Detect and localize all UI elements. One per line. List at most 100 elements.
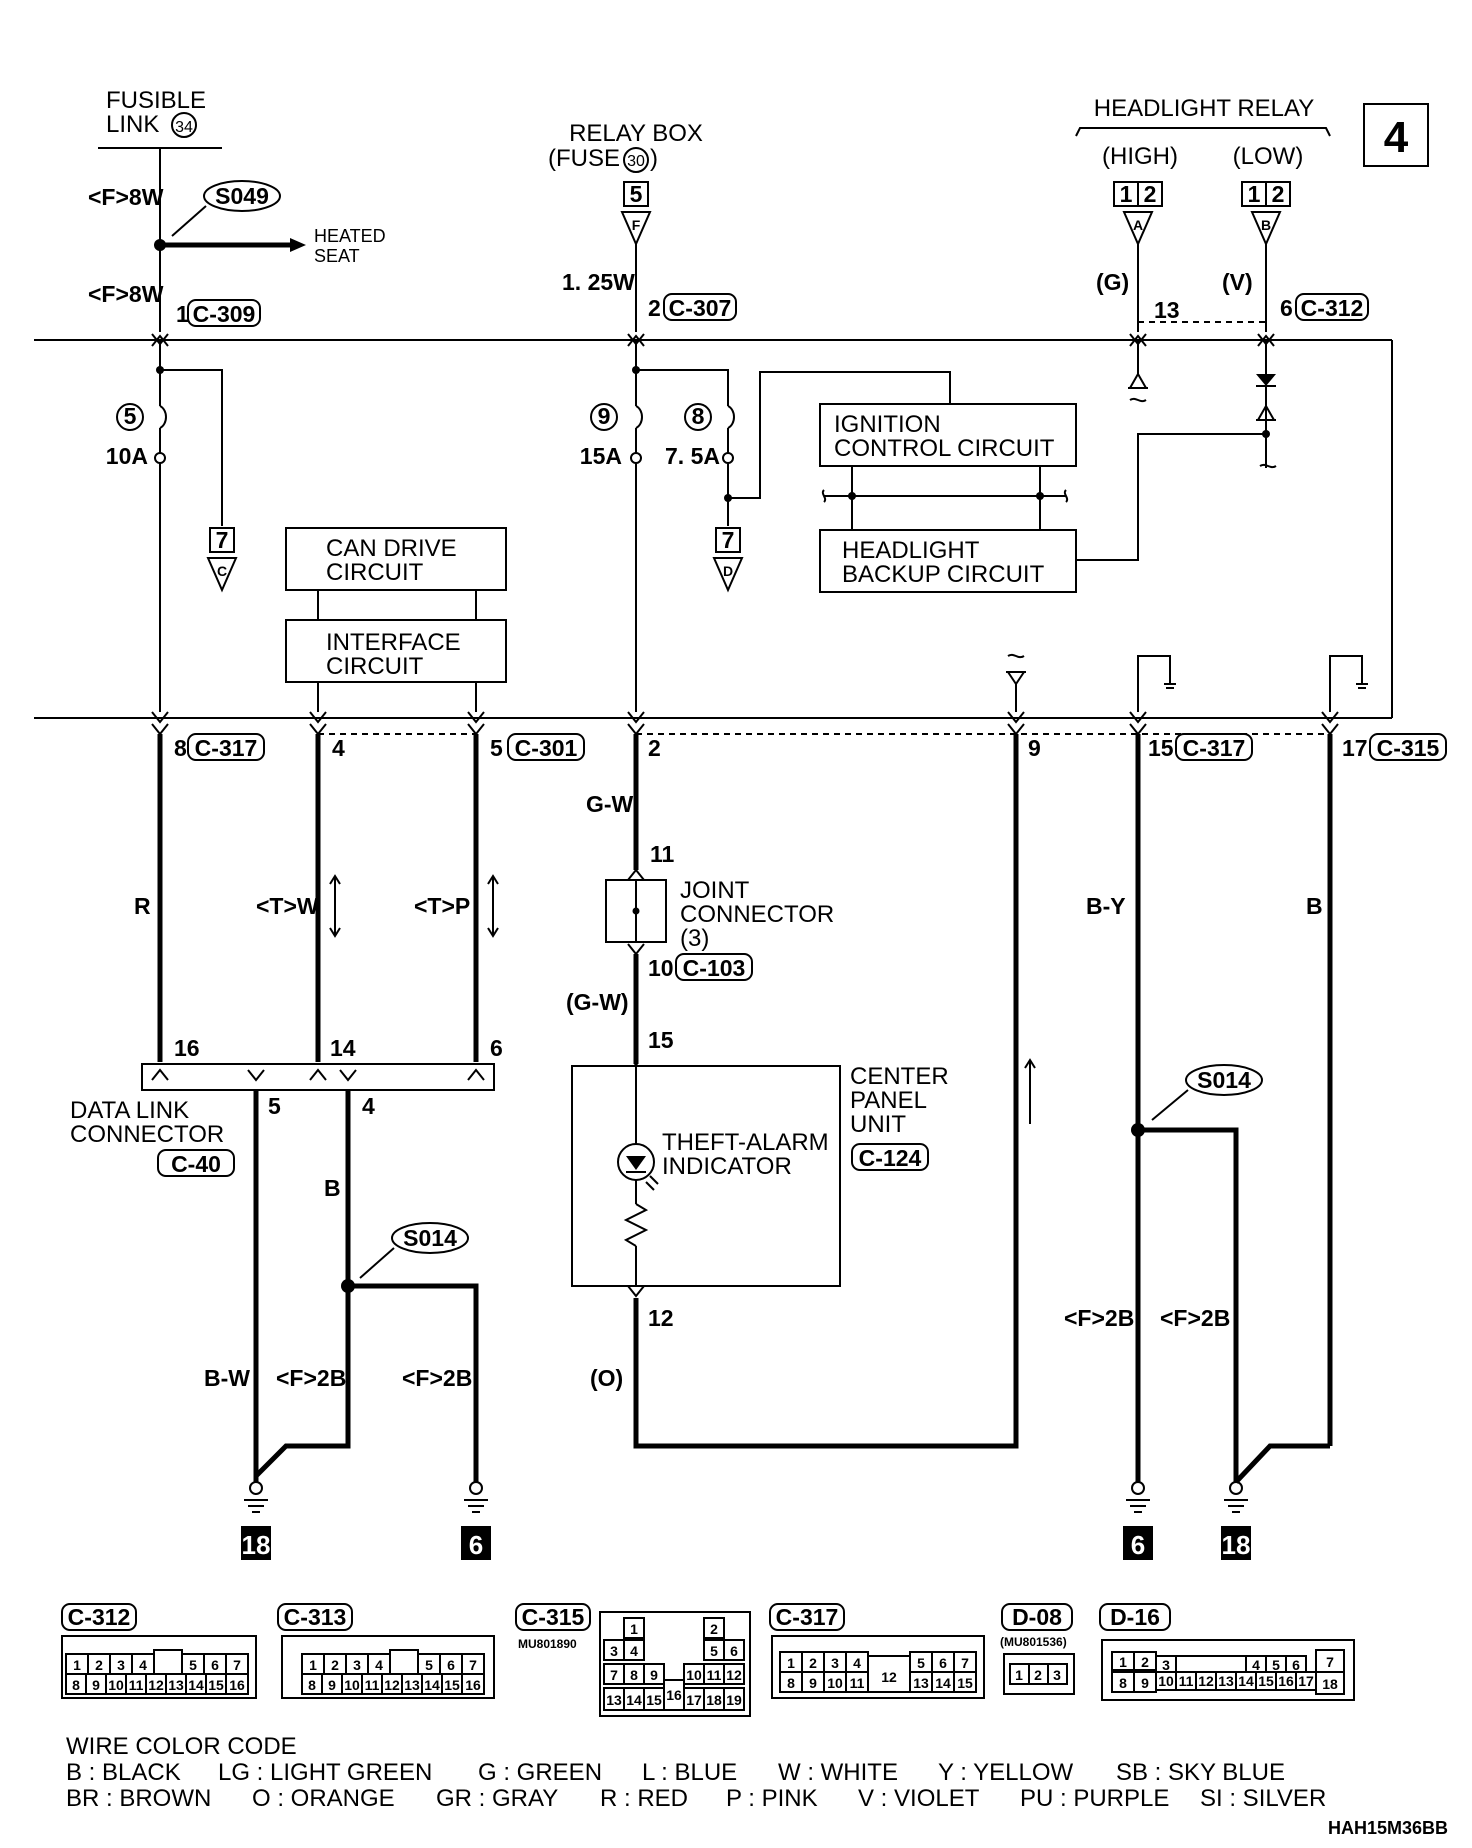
pin9-transistor	[1006, 671, 1026, 686]
pin-chevron	[1007, 711, 1025, 724]
svg-text:7: 7	[233, 1657, 241, 1673]
fuse9-num: 9	[598, 403, 611, 429]
wire-color-b: B	[1306, 893, 1323, 919]
c317a-pin: 8	[174, 735, 187, 761]
fusible-link-label: FUSIBLE	[106, 87, 206, 114]
splice-s014-left-label: S014	[403, 1225, 457, 1251]
svg-text:4: 4	[1252, 1657, 1260, 1673]
indicator-led-icon	[626, 1156, 646, 1170]
face-d08-name-box	[1001, 1603, 1073, 1631]
signal-arrow-tw-down	[329, 927, 341, 938]
fuse5-element	[159, 405, 167, 429]
c301-pin5: 5	[490, 735, 503, 761]
c301-label: C-301	[515, 735, 578, 761]
c307-pin: 2	[648, 295, 661, 321]
c307-label: C-307	[669, 295, 732, 321]
signal-arrow-tw-up	[329, 874, 341, 885]
svg-text:3: 3	[1162, 1657, 1170, 1673]
c40-label: C-40	[171, 1151, 221, 1177]
junction-dot	[1036, 492, 1044, 500]
heated-seat-label: HEATED	[314, 226, 386, 246]
low-tag-triangle	[1250, 211, 1282, 247]
fuse9-rating: 15A	[580, 443, 622, 469]
c312-pin13: 13	[1154, 297, 1180, 323]
svg-text:13: 13	[1218, 1673, 1234, 1689]
svg-text:12: 12	[726, 1667, 742, 1683]
svg-text:5: 5	[425, 1657, 433, 1673]
pin-chevron	[309, 723, 327, 736]
svg-text:6: 6	[211, 1657, 219, 1673]
wire-label-g: (G)	[1096, 269, 1129, 295]
svg-text:3: 3	[1053, 1667, 1061, 1683]
face-c313-name: C-313	[284, 1604, 347, 1630]
pin-chevron	[151, 723, 169, 736]
svg-text:4: 4	[630, 1643, 638, 1659]
fusible-link-number: 34	[175, 119, 193, 136]
svg-text:3: 3	[353, 1657, 361, 1673]
joint-pin10: 10	[648, 955, 674, 981]
fuse8-rating: 7. 5A	[665, 443, 720, 469]
offpage-d-tag: D	[723, 563, 733, 579]
svg-text:9: 9	[1141, 1675, 1149, 1691]
fuse8-element	[727, 405, 735, 429]
low-diode	[1256, 374, 1276, 386]
fuse9-terminal	[630, 452, 642, 464]
ground-terminal	[1229, 1481, 1243, 1495]
pin2-label: 2	[648, 735, 661, 761]
svg-text:15: 15	[444, 1677, 460, 1693]
joint-pin11: 11	[650, 841, 675, 867]
face-c317-grid: 1 2 3 4 5 6 7 8 9 10 11 12 13 14 15	[779, 1651, 977, 1693]
dlc-pin6: 6	[490, 1035, 503, 1061]
svg-text:4: 4	[853, 1655, 861, 1671]
dlc-pin5: 5	[268, 1093, 281, 1119]
face-c313-body	[281, 1635, 495, 1699]
svg-text:2: 2	[1034, 1667, 1042, 1683]
offpage-d-pin-box	[715, 527, 741, 553]
headlight-backup-label-2: BACKUP CIRCUIT	[842, 561, 1045, 588]
svg-text:4: 4	[139, 1657, 147, 1673]
dlc-pin4-chevron	[339, 1069, 357, 1082]
svg-text:10: 10	[686, 1667, 702, 1683]
c312-pin: 6	[1280, 295, 1293, 321]
svg-text:18: 18	[706, 1692, 722, 1708]
svg-text:13: 13	[606, 1692, 622, 1708]
face-c315-part: MU801890	[518, 1637, 577, 1651]
joint-label-2: CONNECTOR	[680, 901, 834, 928]
offpage-c-tag: C	[217, 563, 227, 579]
ground-terminal	[1131, 1481, 1145, 1495]
document-code: HAH15M36BB	[1328, 1818, 1448, 1838]
wire-b-dlc	[254, 1090, 351, 1478]
cpu-label-3: UNIT	[850, 1111, 906, 1138]
face-d08-part: (MU801536)	[1000, 1635, 1067, 1649]
ground-6-left: 6	[469, 1530, 483, 1560]
indicator-ray-1	[649, 1175, 659, 1185]
ground-18-right-badge	[1221, 1526, 1251, 1560]
wire-label-v: (V)	[1222, 269, 1253, 295]
svg-text:7: 7	[469, 1657, 477, 1673]
svg-text:1: 1	[1119, 1654, 1127, 1670]
high-tag-triangle	[1122, 211, 1154, 247]
legend-sky-blue: SB : SKY BLUE	[1116, 1759, 1285, 1786]
wire-color-gw: G-W	[586, 791, 634, 817]
c315-box	[1369, 733, 1447, 761]
svg-text:8: 8	[1119, 1675, 1127, 1691]
relay-tag-triangle	[620, 211, 652, 247]
svg-text:3: 3	[117, 1657, 125, 1673]
svg-text:16: 16	[465, 1677, 481, 1693]
svg-text:19: 19	[726, 1692, 742, 1708]
cpu-label: CENTER	[850, 1063, 949, 1090]
svg-text:17: 17	[686, 1692, 702, 1708]
legend-light-green: LG : LIGHT GREEN	[218, 1759, 432, 1786]
arrow-heated-seat	[290, 238, 306, 252]
svg-text:1: 1	[787, 1655, 795, 1671]
high-pin2: 2	[1144, 181, 1157, 207]
svg-text:10: 10	[827, 1675, 843, 1691]
cpu-pin12: 12	[648, 1305, 674, 1331]
headlight-backup-box	[819, 529, 1077, 593]
wire-color-by: B-Y	[1086, 893, 1126, 919]
junction-dot	[632, 907, 640, 915]
c312-box	[1295, 293, 1369, 321]
legend-white: W : WHITE	[778, 1759, 898, 1786]
relay-box-fuse-close: )	[650, 145, 658, 172]
svg-text:1: 1	[309, 1657, 317, 1673]
